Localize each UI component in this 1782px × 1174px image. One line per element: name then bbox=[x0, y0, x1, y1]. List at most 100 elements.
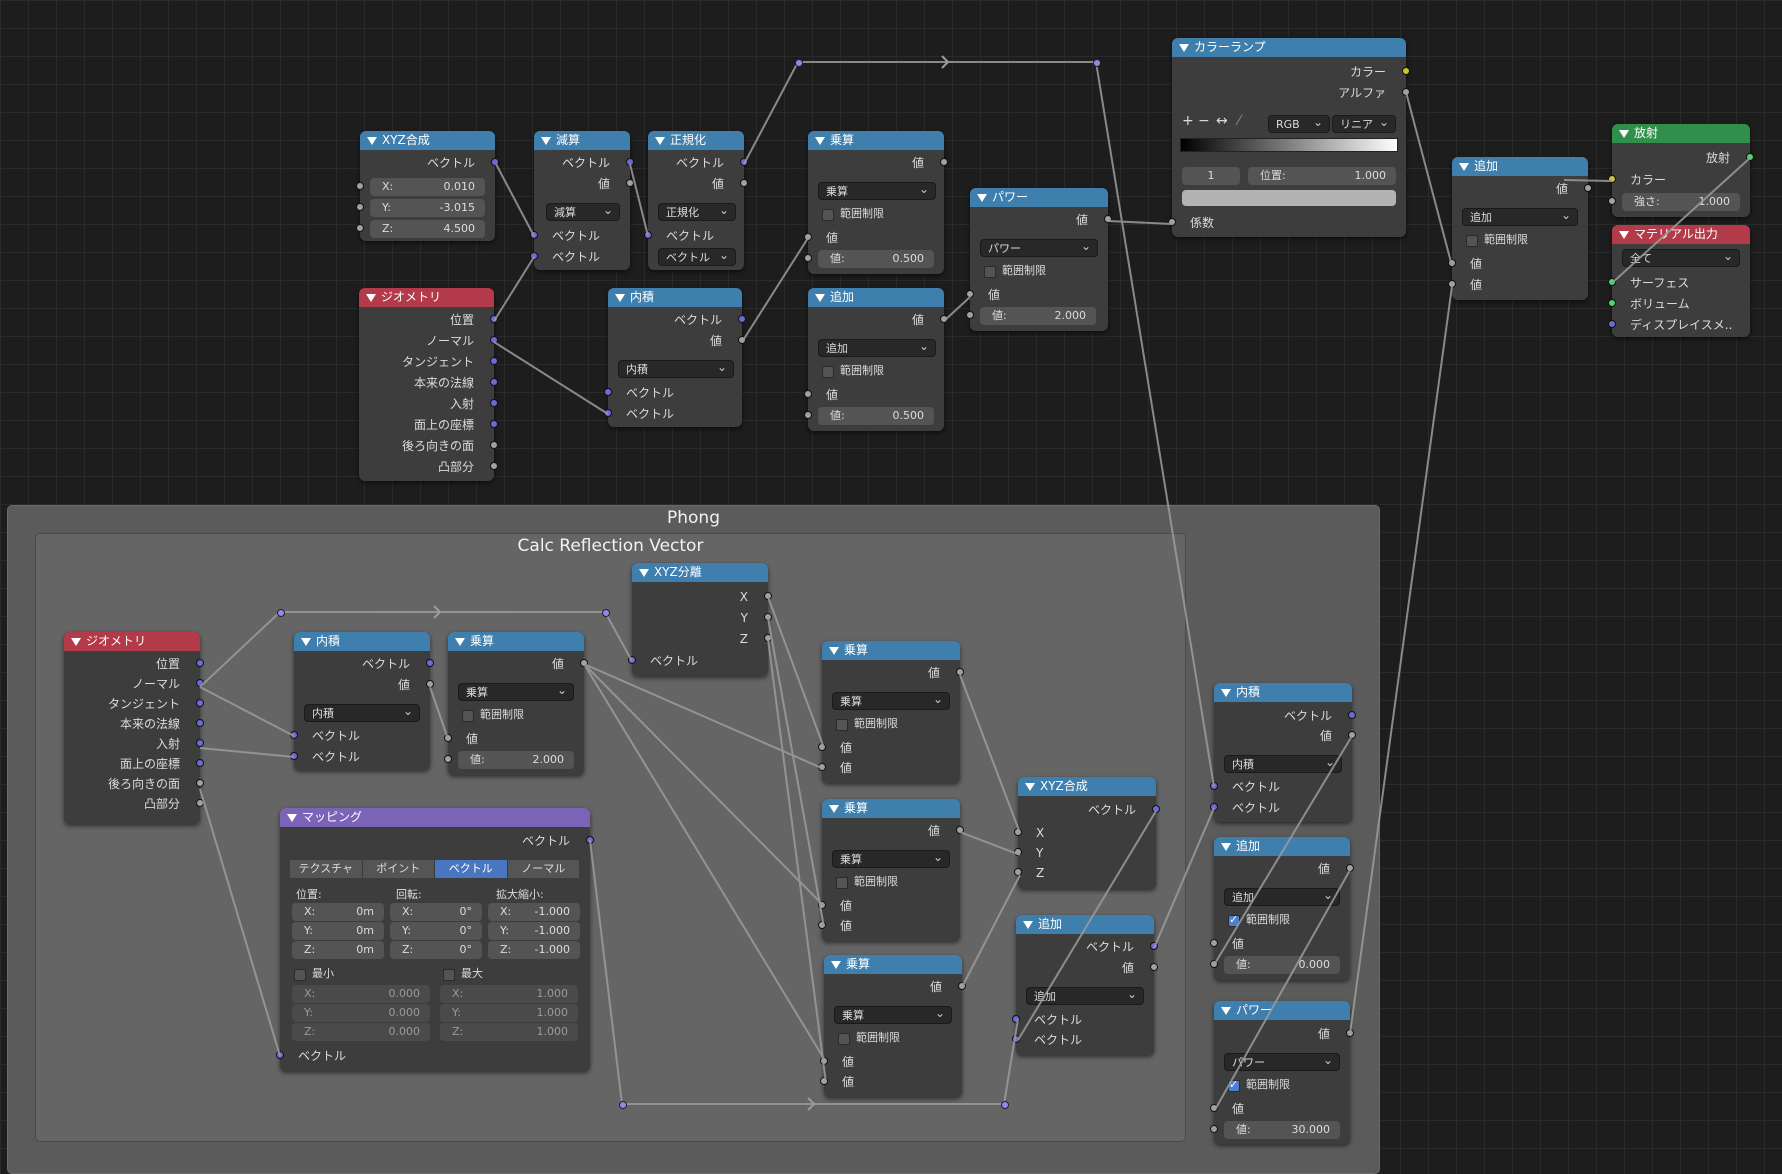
node-math-power[interactable]: パワー 値 パワー 範囲制限 値 値:2.000 bbox=[966, 188, 1112, 331]
node-header[interactable]: 放射 bbox=[1612, 124, 1750, 143]
node-dot-product[interactable]: 内積 ベクトル 値 内積 ベクトル ベクトル bbox=[290, 632, 434, 770]
node-dot-product[interactable]: 内積 ベクトル 値 内積 ベクトル ベクトル bbox=[1210, 683, 1356, 822]
node-combine-xyz[interactable]: XYZ合成 ベクトル X:0.010 Y:-3.015 Z:4.500 bbox=[356, 131, 499, 241]
operation-dropdown[interactable]: 追加 bbox=[1224, 886, 1340, 906]
node-header[interactable]: 乗算 bbox=[822, 799, 960, 818]
vector-socket[interactable] bbox=[1608, 320, 1616, 328]
vector-socket[interactable] bbox=[626, 158, 634, 166]
node-math-multiply[interactable]: 乗算 値 乗算 範囲制限 値 値 bbox=[820, 955, 966, 1097]
float-socket[interactable] bbox=[1346, 864, 1354, 872]
stop-color-swatch[interactable] bbox=[1182, 190, 1396, 206]
node-header[interactable]: 乗算 bbox=[822, 641, 960, 660]
float-socket[interactable] bbox=[356, 203, 364, 211]
clamp-checkbox[interactable]: 範囲制限 bbox=[1466, 231, 1528, 249]
reroute-point[interactable] bbox=[1001, 1101, 1009, 1109]
value-field[interactable]: 値:0.000 bbox=[1210, 956, 1340, 974]
vector-socket[interactable] bbox=[196, 719, 204, 727]
value-field[interactable]: 値:0.500 bbox=[804, 407, 934, 425]
float-socket[interactable] bbox=[818, 743, 826, 751]
reroute-point[interactable] bbox=[795, 59, 803, 67]
rotation-z-field[interactable]: Z:0° bbox=[390, 941, 482, 959]
node-header[interactable]: マテリアル出力 bbox=[1612, 225, 1750, 244]
float-socket[interactable] bbox=[1348, 731, 1356, 739]
scale-y-field[interactable]: Y:-1.000 bbox=[488, 922, 580, 940]
float-socket[interactable] bbox=[1168, 218, 1176, 226]
operation-dropdown[interactable]: 追加 bbox=[1462, 206, 1578, 226]
node-header[interactable]: マッピング bbox=[280, 808, 590, 827]
operation-dropdown[interactable]: 減算 bbox=[546, 201, 620, 221]
float-socket[interactable] bbox=[444, 755, 452, 763]
float-socket[interactable] bbox=[1448, 280, 1456, 288]
use-min-checkbox[interactable]: 最小 bbox=[294, 965, 334, 983]
float-socket[interactable] bbox=[626, 179, 634, 187]
float-socket[interactable] bbox=[490, 462, 498, 470]
float-socket[interactable] bbox=[818, 921, 826, 929]
operation-dropdown[interactable]: 追加 bbox=[818, 337, 936, 357]
z-field[interactable]: Z:4.500 bbox=[356, 220, 485, 238]
tab-texture[interactable]: テクスチャ bbox=[290, 860, 363, 878]
node-math-multiply[interactable]: 乗算 値 乗算 範囲制限 値 値:0.500 bbox=[804, 131, 948, 274]
float-socket[interactable] bbox=[1448, 259, 1456, 267]
float-socket[interactable] bbox=[196, 779, 204, 787]
node-header[interactable]: 追加 bbox=[1016, 915, 1154, 934]
remove-stop-icon[interactable]: − bbox=[1198, 113, 1210, 129]
type-dropdown[interactable]: ベクトル bbox=[658, 246, 736, 266]
node-header[interactable]: 追加 bbox=[808, 288, 944, 307]
x-field[interactable]: X:0.010 bbox=[356, 178, 485, 196]
stop-index-field[interactable]: 1 bbox=[1182, 167, 1240, 185]
vector-socket[interactable] bbox=[196, 699, 204, 707]
float-socket[interactable] bbox=[1210, 1125, 1218, 1133]
float-socket[interactable] bbox=[1346, 1029, 1354, 1037]
float-socket[interactable] bbox=[580, 659, 588, 667]
vector-socket[interactable] bbox=[740, 158, 748, 166]
value-field[interactable]: 値:30.000 bbox=[1210, 1121, 1340, 1139]
tab-vector[interactable]: ベクトル bbox=[435, 860, 508, 878]
operation-dropdown[interactable]: 内積 bbox=[618, 358, 734, 378]
operation-dropdown[interactable]: パワー bbox=[980, 237, 1098, 257]
vector-socket[interactable] bbox=[1152, 805, 1160, 813]
node-emission[interactable]: 放射 放射 カラー 強さ:1.000 bbox=[1608, 124, 1754, 217]
node-header[interactable]: XYZ合成 bbox=[1018, 777, 1156, 796]
node-header[interactable]: 内積 bbox=[608, 288, 742, 307]
node-combine-xyz[interactable]: XYZ合成 ベクトル X Y Z bbox=[1014, 777, 1160, 889]
float-socket[interactable] bbox=[956, 826, 964, 834]
reroute-point[interactable] bbox=[1093, 59, 1101, 67]
node-header[interactable]: 乗算 bbox=[448, 632, 584, 651]
vector-socket[interactable] bbox=[586, 836, 594, 844]
vector-socket[interactable] bbox=[628, 656, 636, 664]
operation-dropdown[interactable]: パワー bbox=[1224, 1051, 1340, 1071]
float-socket[interactable] bbox=[804, 254, 812, 262]
node-header[interactable]: 追加 bbox=[1452, 157, 1588, 176]
vector-socket[interactable] bbox=[1210, 782, 1218, 790]
clamp-checkbox[interactable]: 範囲制限 bbox=[1228, 1076, 1290, 1094]
float-socket[interactable] bbox=[1210, 960, 1218, 968]
vector-socket[interactable] bbox=[196, 659, 204, 667]
vector-socket[interactable] bbox=[490, 378, 498, 386]
vector-socket[interactable] bbox=[1210, 803, 1218, 811]
scale-x-field[interactable]: X:-1.000 bbox=[488, 903, 580, 921]
location-y-field[interactable]: Y:0m bbox=[292, 922, 384, 940]
value-field[interactable]: 値:2.000 bbox=[966, 307, 1096, 325]
vector-socket[interactable] bbox=[491, 158, 499, 166]
node-math-power[interactable]: パワー 値 パワー 範囲制限 値 値:30.000 bbox=[1210, 1001, 1354, 1144]
float-socket[interactable] bbox=[1210, 939, 1218, 947]
reroute-point[interactable] bbox=[602, 609, 610, 617]
node-header[interactable]: パワー bbox=[1214, 1001, 1350, 1020]
node-color-ramp[interactable]: カラーランプ カラー アルファ + − ↔ ⁄ RGB リニア 1 位置:1.0… bbox=[1168, 38, 1410, 237]
float-socket[interactable] bbox=[356, 224, 364, 232]
rotation-x-field[interactable]: X:0° bbox=[390, 903, 482, 921]
operation-dropdown[interactable]: 乗算 bbox=[834, 1004, 952, 1024]
float-socket[interactable] bbox=[1014, 868, 1022, 876]
clamp-checkbox[interactable]: 範囲制限 bbox=[984, 262, 1046, 280]
vector-socket[interactable] bbox=[490, 357, 498, 365]
color-mode-dropdown[interactable]: RGB bbox=[1268, 113, 1330, 133]
operation-dropdown[interactable]: 乗算 bbox=[832, 848, 950, 868]
min-z-field[interactable]: Z:0.000 bbox=[292, 1023, 430, 1041]
vector-socket[interactable] bbox=[196, 759, 204, 767]
clamp-checkbox[interactable]: 範囲制限 bbox=[1228, 911, 1290, 929]
float-socket[interactable] bbox=[958, 982, 966, 990]
max-y-field[interactable]: Y:1.000 bbox=[440, 1004, 578, 1022]
vector-socket[interactable] bbox=[490, 336, 498, 344]
operation-dropdown[interactable]: 乗算 bbox=[832, 690, 950, 710]
color-socket[interactable] bbox=[1402, 67, 1410, 75]
